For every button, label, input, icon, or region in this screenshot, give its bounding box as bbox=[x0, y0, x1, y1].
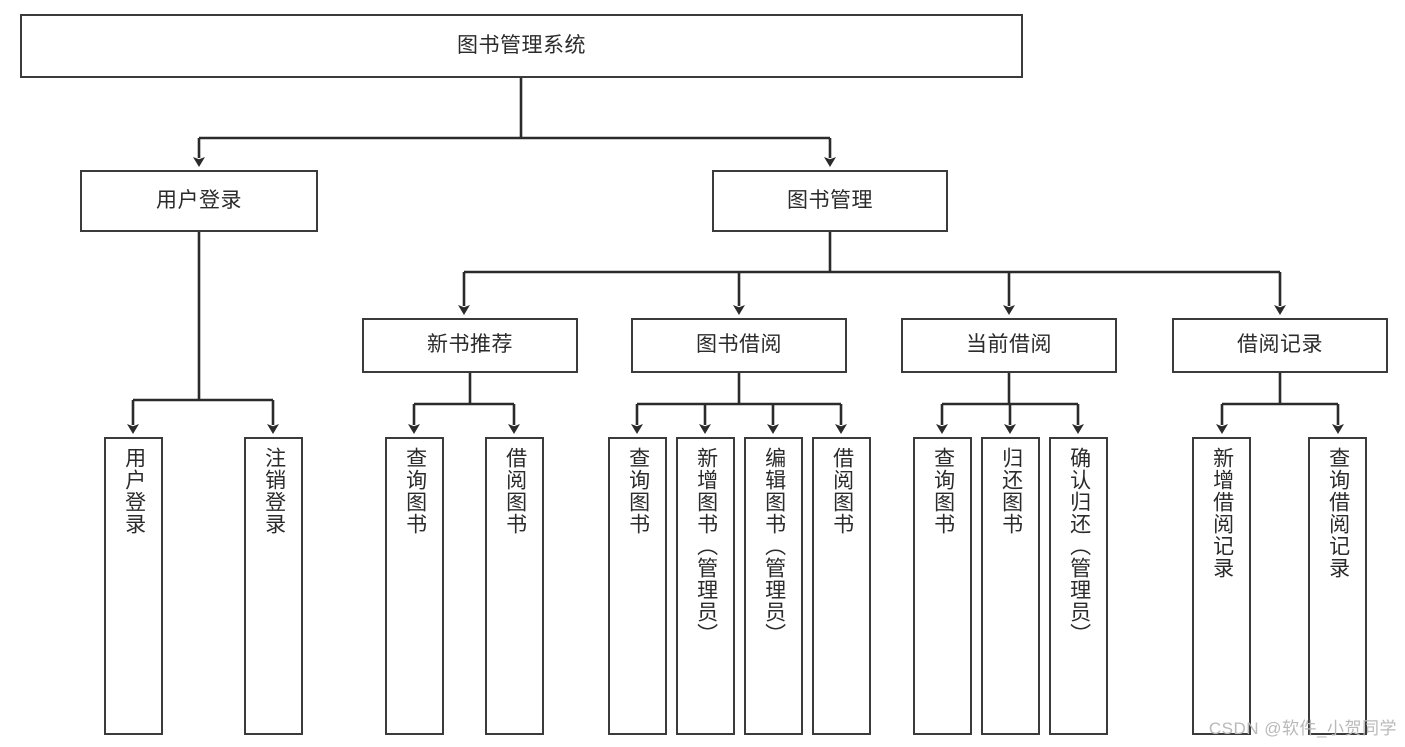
node-leaf-add-record[interactable]: 新增借阅记录 bbox=[1192, 437, 1251, 735]
node-new-book-recommend[interactable]: 新书推荐 bbox=[362, 318, 578, 373]
node-leaf-borrow-book-2[interactable]: 借阅图书 bbox=[812, 437, 871, 735]
node-leaf-query-book-1[interactable]: 查询图书 bbox=[385, 437, 444, 735]
node-leaf-borrow-book-2-label: 借阅图书 bbox=[830, 447, 854, 535]
node-leaf-add-record-label: 新增借阅记录 bbox=[1210, 447, 1234, 579]
node-book-manage[interactable]: 图书管理 bbox=[712, 170, 948, 232]
node-leaf-edit-book[interactable]: 编辑图书（管理员） bbox=[744, 437, 803, 735]
node-book-borrow[interactable]: 图书借阅 bbox=[631, 318, 847, 373]
node-borrow-record-label: 借阅记录 bbox=[1237, 333, 1323, 357]
node-leaf-query-book-1-label: 查询图书 bbox=[403, 447, 427, 535]
node-leaf-query-record-label: 查询借阅记录 bbox=[1326, 447, 1350, 579]
node-leaf-borrow-book-1-label: 借阅图书 bbox=[503, 447, 527, 535]
node-leaf-borrow-book-1[interactable]: 借阅图书 bbox=[485, 437, 544, 735]
node-book-manage-label: 图书管理 bbox=[787, 188, 873, 212]
watermark: CSDN @软件_小贺同学 bbox=[1208, 719, 1397, 738]
node-leaf-confirm-return-label: 确认归还（管理员） bbox=[1067, 447, 1091, 645]
node-leaf-confirm-return[interactable]: 确认归还（管理员） bbox=[1049, 437, 1108, 735]
node-root[interactable]: 图书管理系统 bbox=[20, 14, 1023, 78]
node-leaf-query-record[interactable]: 查询借阅记录 bbox=[1308, 437, 1367, 735]
node-leaf-query-book-3[interactable]: 查询图书 bbox=[913, 437, 972, 735]
node-book-borrow-label: 图书借阅 bbox=[696, 333, 782, 357]
node-leaf-add-book-label: 新增图书（管理员） bbox=[694, 447, 718, 645]
node-current-borrow-label: 当前借阅 bbox=[966, 333, 1052, 357]
node-new-book-recommend-label: 新书推荐 bbox=[427, 333, 513, 357]
node-leaf-edit-book-label: 编辑图书（管理员） bbox=[762, 447, 786, 645]
node-borrow-record[interactable]: 借阅记录 bbox=[1172, 318, 1388, 373]
node-leaf-user-login[interactable]: 用户登录 bbox=[104, 437, 163, 735]
node-leaf-add-book[interactable]: 新增图书（管理员） bbox=[676, 437, 735, 735]
node-root-label: 图书管理系统 bbox=[457, 33, 586, 57]
node-leaf-return-book-label: 归还图书 bbox=[999, 447, 1023, 535]
node-user-login[interactable]: 用户登录 bbox=[80, 170, 318, 232]
node-leaf-return-book[interactable]: 归还图书 bbox=[981, 437, 1040, 735]
node-leaf-query-book-2[interactable]: 查询图书 bbox=[608, 437, 667, 735]
node-leaf-user-login-label: 用户登录 bbox=[122, 447, 146, 535]
node-leaf-user-logout-label: 注销登录 bbox=[262, 447, 286, 535]
node-leaf-query-book-2-label: 查询图书 bbox=[626, 447, 650, 535]
node-leaf-query-book-3-label: 查询图书 bbox=[931, 447, 955, 535]
node-user-login-label: 用户登录 bbox=[156, 188, 242, 212]
node-leaf-user-logout[interactable]: 注销登录 bbox=[244, 437, 303, 735]
node-current-borrow[interactable]: 当前借阅 bbox=[901, 318, 1117, 373]
